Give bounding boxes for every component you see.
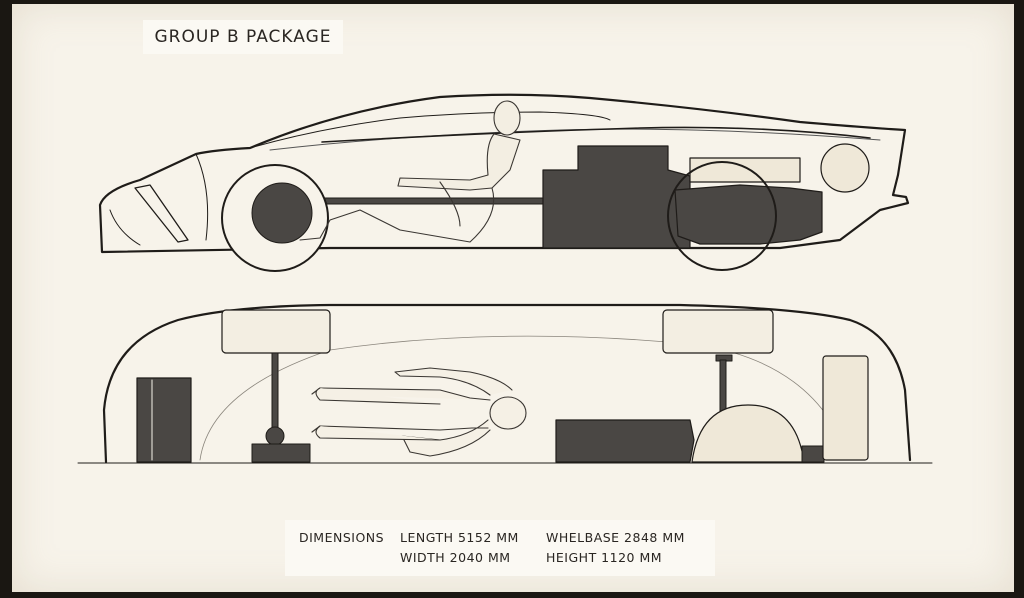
plan-rear-strut xyxy=(715,354,733,413)
plan-rear-light xyxy=(822,355,869,461)
side-shoulder-line xyxy=(321,126,871,143)
dimensions-block: DIMENSIONS LENGTH 5152 MM WHELBASE 2848 … xyxy=(285,520,715,576)
side-gearbox xyxy=(674,184,823,245)
plan-rear-dome xyxy=(691,404,805,463)
side-upper-panel xyxy=(689,157,801,183)
side-view xyxy=(98,93,910,272)
plan-body-outline xyxy=(102,303,912,464)
side-body-outline xyxy=(98,93,910,254)
dimensions-heading: DIMENSIONS xyxy=(299,530,385,545)
side-rear-wheel xyxy=(667,161,777,271)
dimension-height: HEIGHT 1120 MM xyxy=(546,550,663,565)
side-nose-curve xyxy=(109,153,209,246)
side-glass-line xyxy=(249,111,611,149)
drawing-title: GROUP B PACKAGE xyxy=(143,20,343,54)
plan-front-box xyxy=(136,377,192,463)
plan-view xyxy=(77,303,933,464)
side-nose-detail xyxy=(134,184,189,243)
side-driver-figure xyxy=(299,100,521,243)
side-rear-light xyxy=(820,143,870,193)
plan-front-wheel xyxy=(221,309,331,354)
dimension-length: LENGTH 5152 MM xyxy=(400,530,519,545)
plan-front-strut xyxy=(251,352,311,463)
dimension-width: WIDTH 2040 MM xyxy=(400,550,511,565)
drawing-sheet xyxy=(12,4,1014,592)
side-engine-block xyxy=(542,145,691,249)
side-front-hub xyxy=(251,182,313,244)
dimension-wheelbase: WHELBASE 2848 MM xyxy=(546,530,685,545)
side-drive-shaft xyxy=(299,197,551,205)
plan-inner-contour xyxy=(199,335,831,461)
plan-rear-mount xyxy=(801,445,825,463)
plan-driver-figure xyxy=(311,367,527,457)
plan-engine-block xyxy=(555,419,695,463)
plan-rear-wheel xyxy=(662,309,774,354)
